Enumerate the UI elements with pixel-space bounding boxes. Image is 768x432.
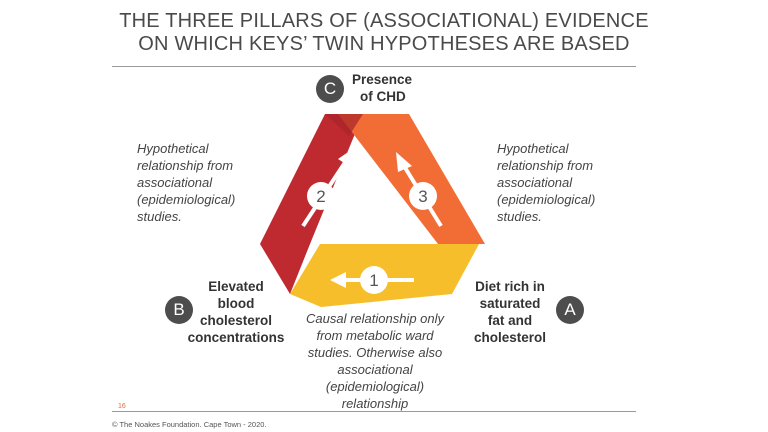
- node-c-badge: C: [316, 75, 344, 103]
- left-callout-line: associational: [137, 175, 213, 190]
- inner-triangle: [318, 148, 415, 237]
- right-callout-line: studies.: [497, 209, 542, 224]
- segment-2-number: 2: [316, 187, 325, 206]
- node-a-line-3: fat and: [487, 313, 533, 328]
- right-callout-line: Hypothetical: [497, 141, 569, 156]
- right-callout-line: relationship from: [497, 158, 594, 173]
- node-a-line-1: Diet rich in: [475, 279, 545, 294]
- node-a-label: Diet rich in saturated fat and cholester…: [466, 278, 554, 346]
- bottom-divider: [112, 411, 636, 412]
- segment-3-number: 3: [418, 187, 427, 206]
- node-a-line-4: cholesterol: [473, 330, 547, 345]
- node-b-label: Elevated blood cholesterol concentration…: [186, 278, 286, 346]
- right-callout-line: associational: [497, 175, 573, 190]
- node-c-line-1: Presence: [352, 72, 413, 87]
- copyright-footer: © The Noakes Foundation. Cape Town - 202…: [112, 420, 267, 429]
- node-a-line-2: saturated: [479, 296, 541, 311]
- bottom-callout: Causal relationship only from metabolic …: [292, 310, 458, 412]
- segment-1-number: 1: [369, 271, 378, 290]
- bottom-callout-line: studies. Otherwise also: [307, 345, 443, 360]
- right-callout: Hypothetical relationship from associati…: [497, 140, 637, 225]
- top-fold-shade: [325, 114, 363, 136]
- page-number: 16: [118, 403, 126, 410]
- left-callout-line: relationship from: [137, 158, 234, 173]
- bottom-callout-line: associational: [337, 362, 413, 377]
- left-callout-line: (epidemiological): [137, 192, 236, 207]
- arrow-1: 1: [330, 266, 414, 294]
- node-c-line-2: of CHD: [360, 89, 406, 104]
- left-callout-line: studies.: [137, 209, 182, 224]
- top-divider: [112, 66, 636, 67]
- bottom-callout-line: (epidemiological): [325, 379, 425, 394]
- node-b-line-4: concentrations: [187, 330, 285, 345]
- bottom-callout-line: from metabolic ward: [316, 328, 434, 343]
- slide-title: THE THREE PILLARS OF (ASSOCIATIONAL) EVI…: [0, 10, 768, 56]
- arrow-2: 2: [301, 148, 354, 228]
- left-callout-line: Hypothetical: [137, 141, 209, 156]
- node-c-label: Presence of CHD: [352, 71, 412, 105]
- bottom-callout-line: relationship: [341, 396, 409, 411]
- bottom-callout-line: Causal relationship only: [305, 311, 445, 326]
- node-a-badge: A: [556, 296, 584, 324]
- right-callout-line: (epidemiological): [497, 192, 596, 207]
- title-line-2: ON WHICH KEYS’ TWIN HYPOTHESES ARE BASED: [138, 33, 630, 55]
- arrow-3: 3: [396, 152, 443, 228]
- node-b-badge: B: [165, 296, 193, 324]
- left-callout: Hypothetical relationship from associati…: [137, 140, 277, 225]
- title-line-1: THE THREE PILLARS OF (ASSOCIATIONAL) EVI…: [119, 10, 649, 32]
- node-b-line-2: blood: [217, 296, 255, 311]
- node-b-line-1: Elevated: [208, 279, 264, 294]
- node-b-line-3: cholesterol: [199, 313, 273, 328]
